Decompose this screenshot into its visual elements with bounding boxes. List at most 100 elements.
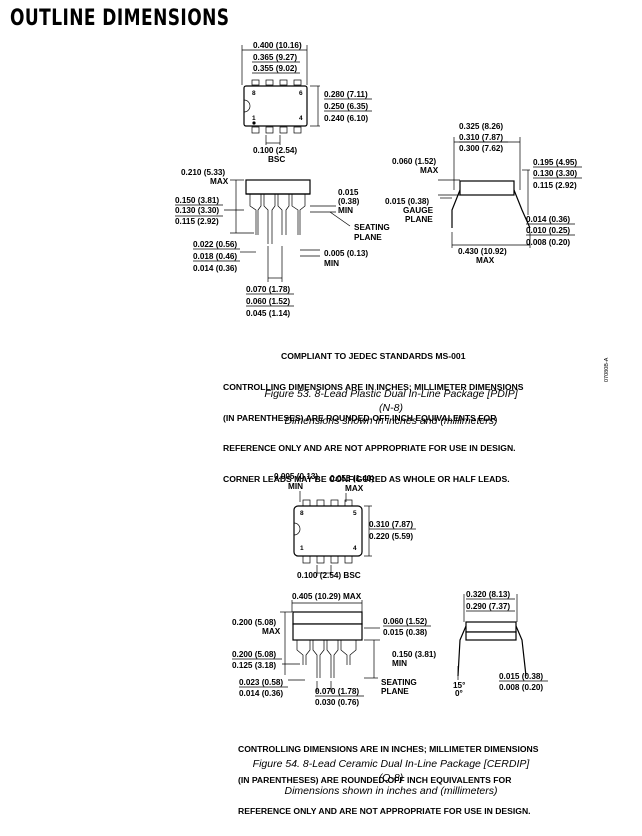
- fig53-end-view: 0.325 (8.26) 0.310 (7.87) 0.300 (7.62) 0…: [385, 122, 582, 265]
- fig53-pitch-dim-2: 0.060 (1.52): [246, 297, 290, 306]
- fig53-note-line: (IN PARENTHESES) ARE ROUNDED-OFF INCH EQ…: [223, 412, 497, 423]
- fig54-end-lead-1: 0.015 (0.38): [499, 672, 543, 681]
- fig53-max-height: 0.210 (5.33): [181, 168, 225, 177]
- fig53-height-dim-1: 0.280 (7.11): [324, 90, 368, 99]
- fig53-min-top-value: 0.015: [338, 188, 359, 197]
- fig54-end-lead-2: 0.008 (0.20): [499, 683, 543, 692]
- fig54-right-dim-1: 0.060 (1.52): [383, 617, 427, 626]
- fig54-lead-dim-2: 0.014 (0.36): [239, 689, 283, 698]
- fig54-end-width-2: 0.290 (7.37): [466, 602, 510, 611]
- fig53-end-lead-3: 0.008 (0.20): [526, 238, 570, 247]
- fig53-end-bottom-label: MAX: [476, 256, 495, 265]
- fig53-notes: COMPLIANT TO JEDEC STANDARDS MS-001 CONT…: [223, 331, 523, 504]
- fig54-min-label: MIN: [288, 482, 303, 491]
- fig53-note-line: CORNER LEADS MAY BE CONFIGURED AS WHOLE …: [223, 473, 510, 484]
- fig53-min-bottom-label: MIN: [324, 259, 339, 268]
- fig54-pitch-dim-1: 0.070 (1.78): [315, 687, 359, 696]
- fig54-end-view: 0.320 (8.13) 0.290 (7.37) 15° 0° 0.015 (…: [453, 590, 548, 698]
- fig54-body-dim-1: 0.200 (5.08): [232, 650, 276, 659]
- fig54-caption: Figure 54. 8-Lead Ceramic Dual In-Line P…: [241, 758, 541, 799]
- fig53-end-width-2: 0.310 (7.87): [459, 133, 503, 142]
- fig53-side-view: 0.210 (5.33) MAX 0.150 (3.81) 0.130 (3.3…: [175, 168, 390, 318]
- fig53-note-line: COMPLIANT TO JEDEC STANDARDS MS-001: [281, 351, 466, 362]
- fig53-caption: Figure 53. 8-Lead Plastic Dual In-Line P…: [241, 388, 541, 429]
- fig53-end-max-value: 0.060 (1.52): [392, 157, 436, 166]
- fig53-pitch: 0.100 (2.54): [253, 146, 297, 155]
- fig54-pitch: 0.100 (2.54) BSC: [297, 571, 361, 580]
- fig54-angle-bottom: 0°: [455, 689, 463, 698]
- fig54-pin-label-5: 5: [353, 510, 357, 517]
- fig53-end-max-label: MAX: [420, 166, 439, 175]
- fig54-notes: CONTROLLING DIMENSIONS ARE IN INCHES; MI…: [238, 724, 538, 836]
- fig53-lead-dim-2: 0.018 (0.46): [193, 252, 237, 261]
- fig53-end-right-1: 0.195 (4.95): [533, 158, 577, 167]
- fig54-note-line: CONTROLLING DIMENSIONS ARE IN INCHES; MI…: [238, 744, 539, 755]
- fig54-max-value: 0.055 (1.40): [330, 474, 374, 483]
- fig54-max-label: MAX: [345, 484, 364, 493]
- fig54-min-label: MIN: [392, 659, 407, 668]
- fig54-end-width-1: 0.320 (8.13): [466, 590, 510, 599]
- fig53-gauge-line1: GAUGE: [403, 206, 434, 215]
- fig53-height-dim-3: 0.240 (6.10): [324, 114, 368, 123]
- fig53-height-dim-2: 0.250 (6.35): [324, 102, 368, 111]
- fig54-max-height: 0.200 (5.08): [232, 618, 276, 627]
- fig53-lead-dim-1: 0.022 (0.56): [193, 240, 237, 249]
- fig54-pitch-dim-2: 0.030 (0.76): [315, 698, 359, 707]
- fig53-note-line: REFERENCE ONLY AND ARE NOT APPROPRIATE F…: [223, 443, 516, 454]
- fig53-body-dim-2: 0.130 (3.30): [175, 206, 219, 215]
- fig53-seating-line1: SEATING: [354, 223, 390, 232]
- fig53-width-dim-3: 0.355 (9.02): [253, 64, 297, 73]
- fig54-angle-top: 15°: [453, 681, 465, 690]
- fig53-lead-dim-3: 0.014 (0.36): [193, 264, 237, 273]
- fig53-min-top-mm: (0.38): [338, 197, 360, 206]
- fig53-top-view: 0.400 (10.16) 0.365 (9.27) 0.355 (9.02) …: [241, 41, 372, 164]
- fig54-min-value: 0.005 (0.13): [274, 472, 318, 481]
- fig53-pin-label-1: 1: [252, 115, 256, 122]
- fig53-body-dim-1: 0.150 (3.81): [175, 196, 219, 205]
- fig54-pin-label-1: 1: [300, 545, 304, 552]
- fig53-max-height-label: MAX: [210, 177, 229, 186]
- fig54-top-view: 0.005 (0.13) MIN 0.055 (1.40) MAX 8 5 1 …: [274, 472, 416, 580]
- fig53-caption-code: (N-8): [379, 401, 403, 414]
- fig53-caption-title: Figure 53. 8-Lead Plastic Dual In-Line P…: [264, 388, 518, 400]
- fig53-pin-label-4: 4: [299, 115, 303, 122]
- section-title: OUTLINE DIMENSIONS: [10, 6, 230, 31]
- fig54-note-line: REFERENCE ONLY AND ARE NOT APPROPRIATE F…: [238, 805, 531, 816]
- fig53-end-right-2: 0.130 (3.30): [533, 169, 577, 178]
- fig53-gauge-line2: PLANE: [405, 215, 433, 224]
- fig53-pitch-bsc: BSC: [268, 155, 285, 164]
- fig53-caption-units: Dimensions shown in inches and (millimet…: [284, 415, 498, 427]
- fig53-pin-label-6: 6: [299, 90, 303, 97]
- fig53-end-lead-2: 0.010 (0.25): [526, 226, 570, 235]
- fig53-min-bottom-value: 0.005 (0.13): [324, 249, 368, 258]
- fig53-end-bottom-value: 0.430 (10.92): [458, 247, 507, 256]
- fig53-pitch-dim-1: 0.070 (1.78): [246, 285, 290, 294]
- fig54-note-line: (IN PARENTHESES) ARE ROUNDED-OFF INCH EQ…: [238, 775, 512, 786]
- fig53-end-width-3: 0.300 (7.62): [459, 144, 503, 153]
- fig53-min-top-label: MIN: [338, 206, 353, 215]
- fig54-body-dim-2: 0.125 (3.18): [232, 661, 276, 670]
- fig54-height-dim-2: 0.220 (5.59): [369, 532, 413, 541]
- fig53-body-dim-3: 0.115 (2.92): [175, 217, 219, 226]
- fig53-note-line: CONTROLLING DIMENSIONS ARE IN INCHES; MI…: [223, 382, 524, 393]
- fig53-width-dim-2: 0.365 (9.27): [253, 53, 297, 62]
- fig54-seating-line1: SEATING: [381, 678, 417, 687]
- fig53-end-width-1: 0.325 (8.26): [459, 122, 503, 131]
- fig53-end-right-3: 0.115 (2.92): [533, 181, 577, 190]
- fig54-caption-title: Figure 54. 8-Lead Ceramic Dual In-Line P…: [252, 758, 530, 770]
- fig53-width-dim-1: 0.400 (10.16): [253, 41, 302, 50]
- fig54-side-view: 0.405 (10.29) MAX 0.200 (5.08) MAX 0.200…: [232, 592, 436, 707]
- fig54-pin-label-8: 8: [300, 510, 304, 517]
- fig54-length: 0.405 (10.29) MAX: [292, 592, 362, 601]
- fig54-max-height-label: MAX: [262, 627, 281, 636]
- fig54-min-value: 0.150 (3.81): [392, 650, 436, 659]
- fig54-seating-line2: PLANE: [381, 687, 409, 696]
- fig54-lead-dim-1: 0.023 (0.58): [239, 678, 283, 687]
- fig53-pitch-dim-3: 0.045 (1.14): [246, 309, 290, 318]
- fig53-end-lead-1: 0.014 (0.36): [526, 215, 570, 224]
- fig53-pin-label-8: 8: [252, 90, 256, 97]
- fig54-pin-label-4: 4: [353, 545, 357, 552]
- fig54-right-dim-2: 0.015 (0.38): [383, 628, 427, 637]
